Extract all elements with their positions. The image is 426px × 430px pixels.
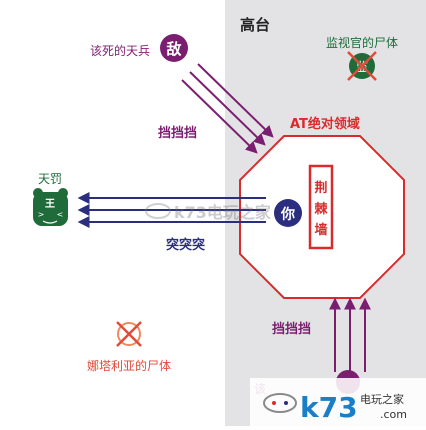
charge-label: 突突突 xyxy=(166,237,205,253)
high-ground-label: 高台 xyxy=(240,16,270,34)
tiger-face-icon: 王 > < xyxy=(33,188,68,226)
thorn-wall-char-1: 荆 xyxy=(314,180,327,196)
center-watermark-text: k73电玩之家 xyxy=(174,203,272,222)
block-label-top: 挡挡挡 xyxy=(158,125,197,141)
player-glyph: 你 xyxy=(280,206,295,223)
nataria-corpse-icon xyxy=(116,321,142,347)
block-arrow-2 xyxy=(189,71,266,146)
tiangfa-label: 天罚 xyxy=(38,172,62,186)
svg-text:>: > xyxy=(38,210,45,219)
damned-sky-soldier-label: 该死的天兵 xyxy=(90,43,150,58)
block-arrows-top xyxy=(181,63,274,154)
thorn-wall xyxy=(308,164,334,250)
brand-watermark: k73 电玩之家 .com xyxy=(250,378,426,426)
enemy-token-top xyxy=(160,34,188,62)
brand-watermark-k73: k73 xyxy=(300,391,358,424)
at-field-label: AT绝对领域 xyxy=(290,116,360,132)
thorn-wall-char-3: 墙 xyxy=(314,222,327,238)
center-watermark: k73电玩之家 xyxy=(145,203,272,222)
block-arrow-3 xyxy=(197,63,274,138)
block-arrows-bottom xyxy=(329,297,371,372)
svg-text:<: < xyxy=(57,210,64,219)
enemy-glyph-top: 敌 xyxy=(166,40,181,58)
brand-watermark-sub: 电玩之家 xyxy=(360,392,404,406)
thorn-wall-char-2: 棘 xyxy=(314,201,328,217)
block-arrow-1 xyxy=(181,79,258,154)
overseer-corpse-label: 监视官的尸体 xyxy=(326,35,398,50)
charge-arrows xyxy=(77,192,266,228)
brand-watermark-url: .com xyxy=(380,408,407,421)
block-label-bottom: 挡挡挡 xyxy=(272,321,311,337)
gamepad-icon xyxy=(263,393,297,413)
player-token xyxy=(274,199,302,227)
svg-text:王: 王 xyxy=(45,198,55,210)
nataria-corpse-label: 娜塔利亚的尸体 xyxy=(87,358,171,373)
overseer-dead-mark-icon xyxy=(347,51,377,81)
